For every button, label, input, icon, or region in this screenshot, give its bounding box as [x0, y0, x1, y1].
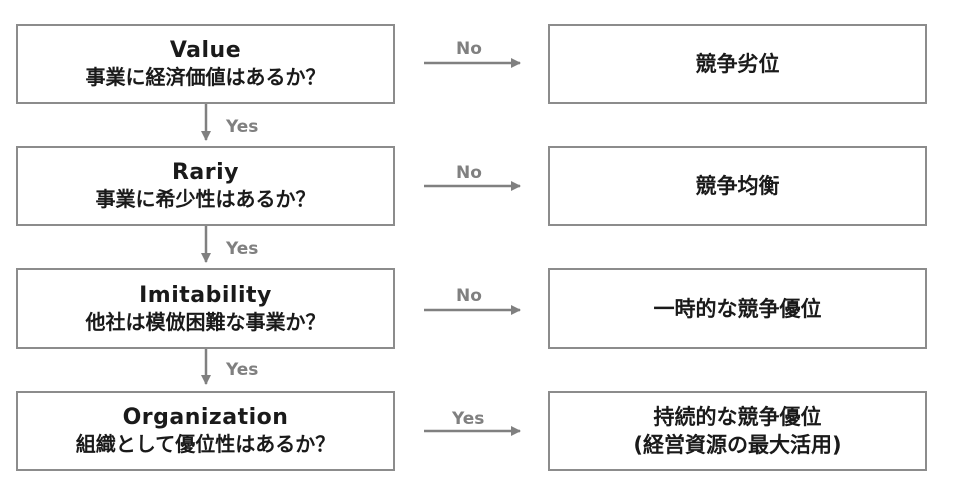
question-title: Imitability	[139, 282, 272, 308]
arrow-label-yes-down-1: Yes	[226, 117, 259, 137]
result-box-competitive-disadvantage: 競争劣位	[548, 24, 927, 104]
result-text: 持続的な競争優位	[653, 405, 822, 429]
question-text: 他社は模倣困難な事業か？	[85, 309, 326, 334]
result-box-sustained-advantage: 持続的な競争優位 (経営資源の最大活用)	[548, 391, 927, 471]
result-box-competitive-parity: 競争均衡	[548, 146, 927, 226]
result-subtext: (経営資源の最大活用)	[633, 433, 842, 457]
question-box-rarity: Rariy 事業に希少性はあるか？	[16, 146, 395, 226]
arrow-label-no-2: No	[456, 163, 482, 183]
result-box-temporary-advantage: 一時的な競争優位	[548, 268, 927, 349]
arrow-label-yes-4: Yes	[452, 409, 485, 429]
question-text: 事業に希少性はあるか？	[95, 187, 316, 211]
arrow-label-no-3: No	[456, 286, 482, 306]
arrow-label-yes-down-3: Yes	[226, 360, 259, 380]
question-box-imitability: Imitability 他社は模倣困難な事業か？	[16, 268, 395, 349]
question-box-value: Value 事業に経済価値はあるか？	[16, 24, 395, 104]
question-title: Organization	[122, 405, 289, 430]
result-text: 競争劣位	[695, 52, 780, 76]
question-box-organization: Organization 組織として優位性はあるか？	[16, 391, 395, 471]
question-title: Rariy	[171, 160, 240, 185]
question-text: 事業に経済価値はあるか？	[85, 65, 326, 89]
arrow-label-no-1: No	[456, 39, 482, 59]
arrow-label-yes-down-2: Yes	[226, 239, 259, 259]
result-text: 競争均衡	[695, 174, 780, 198]
result-text: 一時的な競争優位	[653, 296, 822, 321]
question-text: 組織として優位性はあるか？	[75, 432, 336, 456]
question-title: Value	[169, 38, 242, 63]
